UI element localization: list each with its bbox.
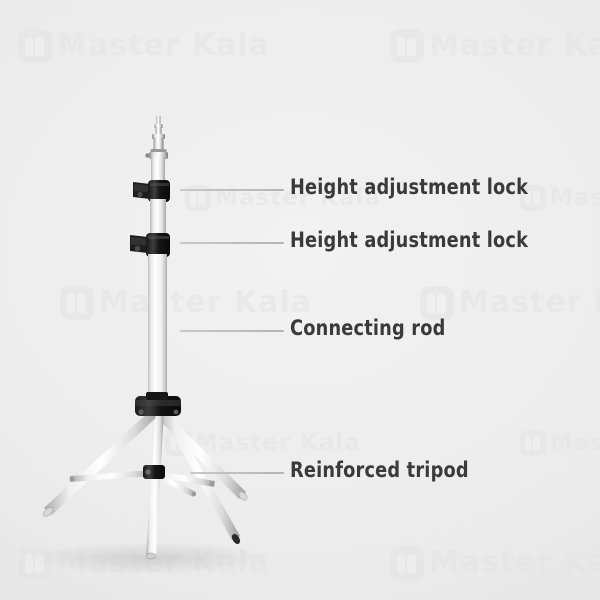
callout-label-connecting-rod: Connecting rod [290,316,446,340]
leader-line-connecting-rod [180,330,284,332]
callout-label-reinforced-tripod: Reinforced tripod [290,458,469,482]
leg-hub [135,392,181,416]
spigot-head [145,116,168,159]
middle-tube [150,199,166,235]
leader-line-height-adjustment-lock-lower [180,242,284,244]
tripod-legs [43,406,248,560]
leader-line-height-adjustment-lock-upper [180,189,284,191]
connecting-rod-tube [148,254,167,406]
callout-label-height-adjustment-lock-lower: Height adjustment lock [290,228,529,252]
leader-line-reinforced-tripod [190,472,284,474]
lock-clamp-upper [133,180,170,202]
tripod-braces [69,465,215,497]
lock-clamp-lower [130,233,170,257]
callout-label-height-adjustment-lock-upper: Height adjustment lock [290,175,529,199]
